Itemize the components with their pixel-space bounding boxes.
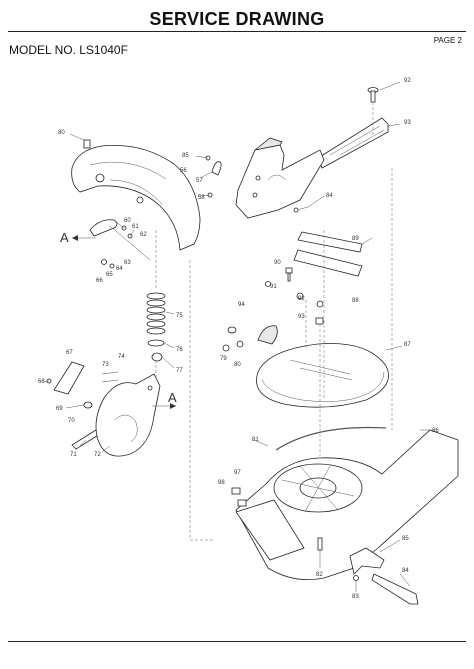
- part-number: 85: [182, 153, 189, 159]
- shaft-bar-part: [89, 219, 151, 269]
- mounting-plates-part: [293, 231, 363, 277]
- washer-part: [83, 401, 93, 409]
- part-number: 93: [298, 314, 305, 320]
- part-number: 64: [116, 266, 123, 272]
- part-number: 93: [404, 120, 411, 126]
- knob-part: [46, 361, 85, 395]
- base-part: [235, 429, 459, 581]
- part-number: 98: [218, 480, 225, 486]
- part-number: 91: [270, 284, 277, 290]
- hex-bolts-part: [265, 267, 324, 325]
- footer-divider: [8, 641, 466, 642]
- part-number: 68: [38, 379, 45, 385]
- small-parts-cluster: [222, 326, 244, 352]
- part-number: 74: [118, 354, 125, 360]
- spring-cap-part: [147, 339, 165, 362]
- title-divider: [8, 31, 466, 32]
- rod-part: [71, 429, 101, 450]
- pin-bolts-part: [101, 371, 119, 383]
- part-number-labels: 92 93 80 85 56 57 58 84 89 60 61 62 63 6…: [38, 78, 439, 600]
- part-number: 89: [352, 236, 359, 242]
- part-number: 77: [176, 368, 183, 374]
- part-number: 84: [326, 193, 333, 199]
- part-number: 67: [66, 350, 73, 356]
- part-number: 69: [56, 406, 63, 412]
- part-number: 94: [238, 302, 245, 308]
- part-number: 72: [94, 452, 101, 458]
- part-number: 84: [402, 568, 409, 574]
- part-number: 80: [58, 130, 65, 136]
- rail-arc-part: [275, 426, 387, 451]
- part-number: 65: [106, 272, 113, 278]
- part-number: 81: [252, 437, 259, 443]
- clamp-lever-part: [205, 155, 222, 198]
- small-screw-part: [293, 206, 309, 213]
- lock-lever-part: [349, 547, 385, 581]
- part-number: 73: [102, 362, 109, 368]
- part-number: 88: [352, 298, 359, 304]
- part-number: 75: [176, 313, 183, 319]
- arrow-label: A: [168, 390, 177, 405]
- holder-bracket-part: [95, 373, 161, 457]
- part-number: 86: [432, 428, 439, 434]
- part-number: 57: [196, 178, 203, 184]
- page-title: SERVICE DRAWING: [149, 9, 325, 29]
- model-number: MODEL NO. LS1040F: [9, 43, 128, 57]
- part-number: 92: [404, 78, 411, 84]
- part-number: 63: [124, 260, 131, 266]
- part-number: 97: [234, 470, 241, 476]
- turntable-part: [256, 325, 389, 408]
- compression-spring-part: [146, 292, 166, 335]
- part-number: 66: [96, 278, 103, 284]
- part-number: 83: [352, 594, 359, 600]
- part-number: 87: [404, 342, 411, 348]
- blade-guard-housing: [71, 139, 201, 251]
- arrow-label: A: [60, 230, 69, 245]
- fence-part: [317, 117, 389, 169]
- part-number: 56: [180, 168, 187, 174]
- bolt-part: [367, 87, 379, 103]
- part-number: 80: [234, 362, 241, 368]
- part-number: 82: [316, 572, 323, 578]
- handle-grip-part: [371, 573, 419, 605]
- arrow-mark-a-left: A: [60, 230, 96, 245]
- part-number: 85: [402, 536, 409, 542]
- arrow-mark-a-right: A: [152, 390, 177, 409]
- part-number: 60: [124, 218, 131, 224]
- part-number: 76: [176, 347, 183, 353]
- part-number: 70: [68, 418, 75, 424]
- part-number: 92: [298, 296, 305, 302]
- part-number: 58: [198, 195, 205, 201]
- page-number: PAGE 2: [433, 36, 462, 45]
- part-number: 90: [274, 260, 281, 266]
- part-number: 79: [220, 356, 227, 362]
- guide-bracket-part: [235, 137, 325, 219]
- part-number: 61: [132, 224, 139, 230]
- part-number: 62: [140, 232, 147, 238]
- part-number: 71: [70, 452, 77, 458]
